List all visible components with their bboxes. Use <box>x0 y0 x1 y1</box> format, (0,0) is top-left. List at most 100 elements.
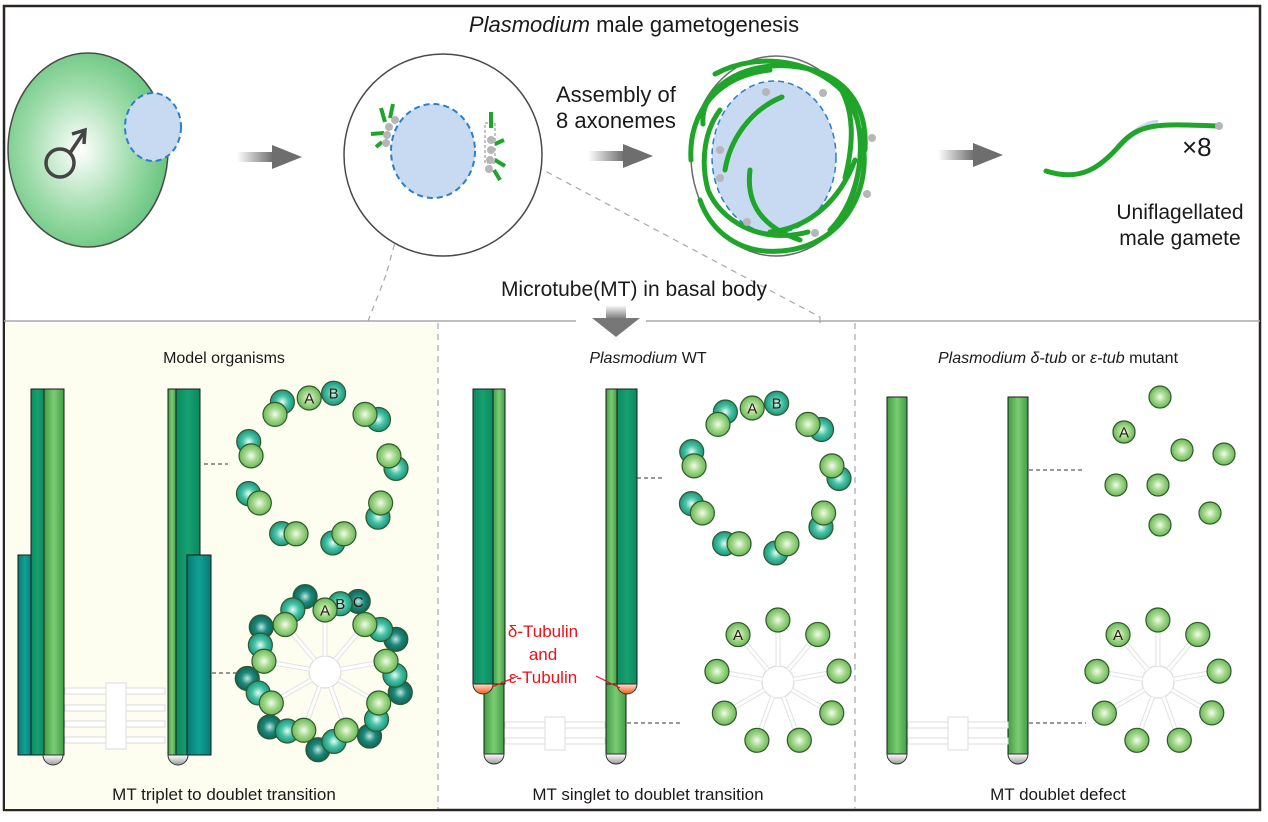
a-tubule <box>331 521 357 547</box>
male-gamete <box>1043 119 1223 178</box>
a-tubule <box>681 453 707 479</box>
a-tubule <box>366 690 392 716</box>
a-tubule <box>376 443 402 469</box>
tubulin-pointer-left <box>491 675 519 688</box>
a-tubule <box>272 611 298 638</box>
a-tubule <box>312 597 338 623</box>
wt-doublet-ring: BA <box>678 390 852 566</box>
basal-body-cluster-right <box>484 112 507 182</box>
a-tubule <box>368 490 394 516</box>
figure-title: Plasmodium male gametogenesis <box>468 12 800 37</box>
gametocyte-cell <box>7 52 182 248</box>
wt-singlet-cartwheel: A <box>704 607 852 753</box>
model-triplet-cartwheel: CBA <box>234 583 413 763</box>
multiplier-label: ×8 <box>1182 132 1212 162</box>
model-panel-tubes <box>17 388 238 766</box>
panel-title-mutant: Plasmodium δ-tub or ε-tub mutant <box>937 350 1179 367</box>
tubule-label: B <box>335 596 345 613</box>
a-tubule <box>819 700 845 726</box>
panel-title-wt: Plasmodium WT <box>589 350 707 367</box>
figure-border <box>2 4 1262 812</box>
a-tubule <box>1084 658 1110 684</box>
basal-body-label: Microtube(MT) in basal body <box>500 278 768 301</box>
mutant-scattered-singlets: A <box>1104 385 1236 537</box>
a-tubule <box>1145 607 1171 633</box>
a-tubule <box>774 531 800 557</box>
a-tubule <box>1146 473 1170 497</box>
tubule-label: B <box>772 396 782 413</box>
a-tubule <box>795 411 821 437</box>
a-tubule <box>1112 420 1136 444</box>
a-tubule <box>1124 727 1150 753</box>
a-tubule <box>251 648 277 674</box>
a-tubule <box>786 727 812 753</box>
a-tubule <box>352 611 378 638</box>
a-tubule <box>725 621 751 648</box>
zoom-guide-left-upper <box>385 169 416 276</box>
panel-footer-wt: MT singlet to doublet transition <box>532 785 764 804</box>
a-tubule <box>1199 700 1225 726</box>
a-tubule <box>704 658 730 684</box>
a-tubule <box>352 401 378 427</box>
basal-body-cluster-left <box>370 103 399 149</box>
panel-title-model: Model organisms <box>163 350 285 367</box>
a-tubule <box>258 690 284 716</box>
a-tubule <box>1091 700 1117 726</box>
model-doublet-ring: BA <box>235 380 409 556</box>
process-arrow-3 <box>938 143 1003 167</box>
central-hub <box>1141 665 1175 699</box>
a-tubule <box>805 621 831 648</box>
cell-with-axonemes <box>688 55 876 257</box>
cell-with-basal-bodies <box>343 53 543 257</box>
a-tubule <box>262 401 288 427</box>
b-tubule <box>764 390 790 416</box>
tubule-label: C <box>353 594 364 611</box>
tubule-label: A <box>304 391 314 408</box>
a-tubule <box>1170 438 1194 462</box>
male-symbol-icon <box>44 127 87 179</box>
a-tubule <box>1185 621 1211 648</box>
a-tubule <box>373 648 399 674</box>
panel-footer-mutant: MT doublet defect <box>990 785 1126 804</box>
a-tubule <box>1198 501 1222 525</box>
a-tubule <box>765 607 791 633</box>
mutant-panel-tubes <box>886 396 1086 765</box>
a-tubule <box>1105 621 1131 648</box>
a-tubule <box>826 658 852 684</box>
a-tubule <box>1148 513 1172 537</box>
a-tubule <box>238 443 264 469</box>
wt-panel-tubes <box>472 388 682 765</box>
tubulin-pointer-right <box>595 675 621 689</box>
a-tubule <box>296 385 322 411</box>
panel-footer-model: MT triplet to doublet transition <box>112 785 336 804</box>
axoneme-strands <box>688 58 868 254</box>
a-tubule <box>1212 442 1236 466</box>
tubule-label: A <box>1119 425 1129 442</box>
tubule-label: A <box>747 401 757 418</box>
a-tubule <box>819 453 845 479</box>
a-tubule <box>739 395 765 421</box>
a-tubule <box>291 717 317 743</box>
a-tubule <box>1148 385 1172 409</box>
a-tubule <box>333 717 359 743</box>
process-arrow-2 <box>588 144 653 168</box>
tubule-label: B <box>329 386 339 403</box>
a-tubule <box>1104 473 1128 497</box>
a-tubule <box>1206 658 1232 684</box>
tubule-label: A <box>320 603 330 620</box>
tubule-label: A <box>1113 627 1123 644</box>
axoneme-basal-bodies <box>716 88 876 237</box>
a-tubule <box>726 531 752 557</box>
process-arrow-1 <box>237 145 302 169</box>
a-tubule <box>811 500 837 526</box>
central-hub <box>308 655 342 689</box>
zoom-down-arrow <box>592 305 640 337</box>
tubule-label: A <box>733 627 743 644</box>
mutant-singlet-cartwheel: A <box>1084 607 1232 753</box>
central-hub <box>761 665 795 699</box>
a-tubule <box>283 521 309 547</box>
